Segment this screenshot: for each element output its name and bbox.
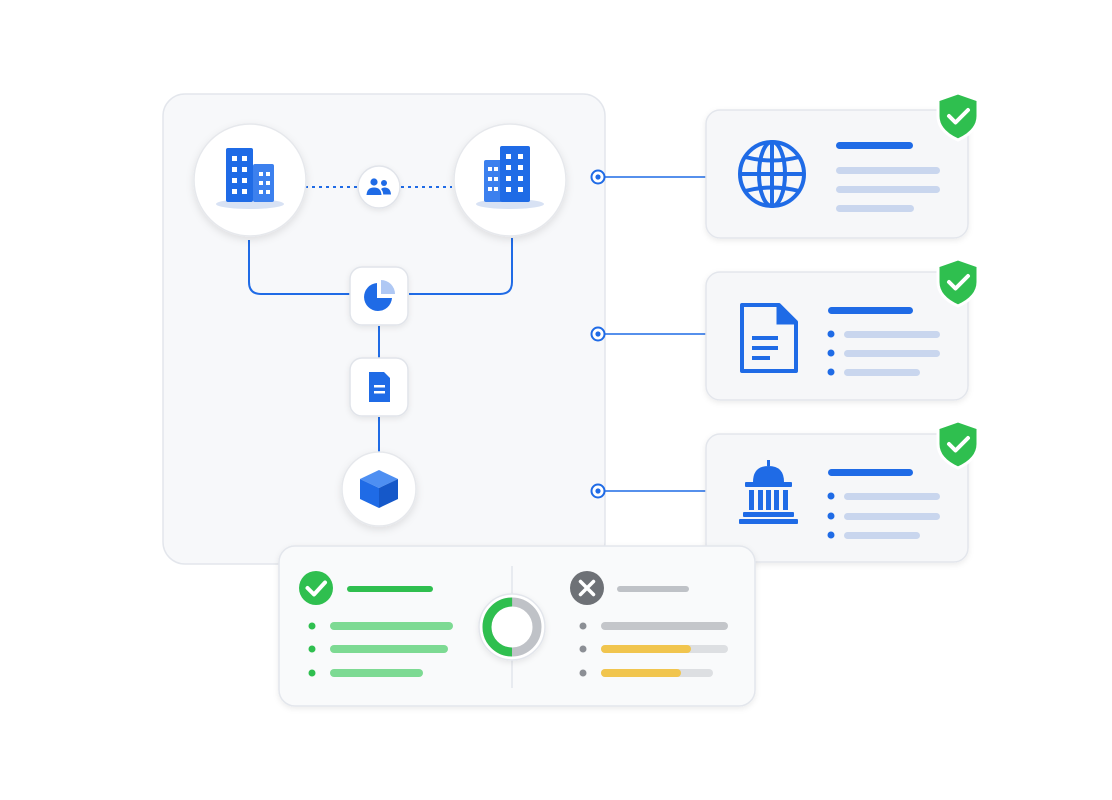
x-icon [570, 571, 604, 605]
shield-check-icon [936, 91, 980, 142]
approved-column [299, 571, 453, 677]
card-document [705, 271, 969, 401]
file-icon [740, 303, 798, 373]
package-node [341, 451, 417, 527]
building-node-left [193, 123, 307, 237]
cube-icon [360, 470, 398, 508]
users-icon [366, 178, 391, 195]
card-connectors [590, 169, 706, 499]
shield-check-icon [936, 257, 980, 308]
card-text-placeholder [827, 469, 940, 539]
building-icon [226, 148, 274, 202]
building-node-right [453, 123, 567, 237]
pie-node [349, 266, 409, 326]
card-text-placeholder [836, 142, 940, 212]
globe-icon [738, 140, 806, 208]
document-icon [369, 372, 390, 402]
pie-chart-icon [364, 280, 395, 311]
rejected-column [570, 571, 728, 677]
card-global [705, 109, 969, 239]
document-node [349, 357, 409, 417]
card-text-placeholder [827, 307, 940, 376]
government-building-icon [739, 460, 798, 524]
donut-chart [478, 593, 546, 661]
network-connectors [248, 186, 513, 452]
verification-summary [278, 545, 756, 707]
check-icon [299, 571, 333, 605]
link-node [357, 165, 401, 209]
shield-check-icon [936, 419, 980, 470]
card-government [705, 433, 969, 563]
building-icon [484, 146, 530, 202]
